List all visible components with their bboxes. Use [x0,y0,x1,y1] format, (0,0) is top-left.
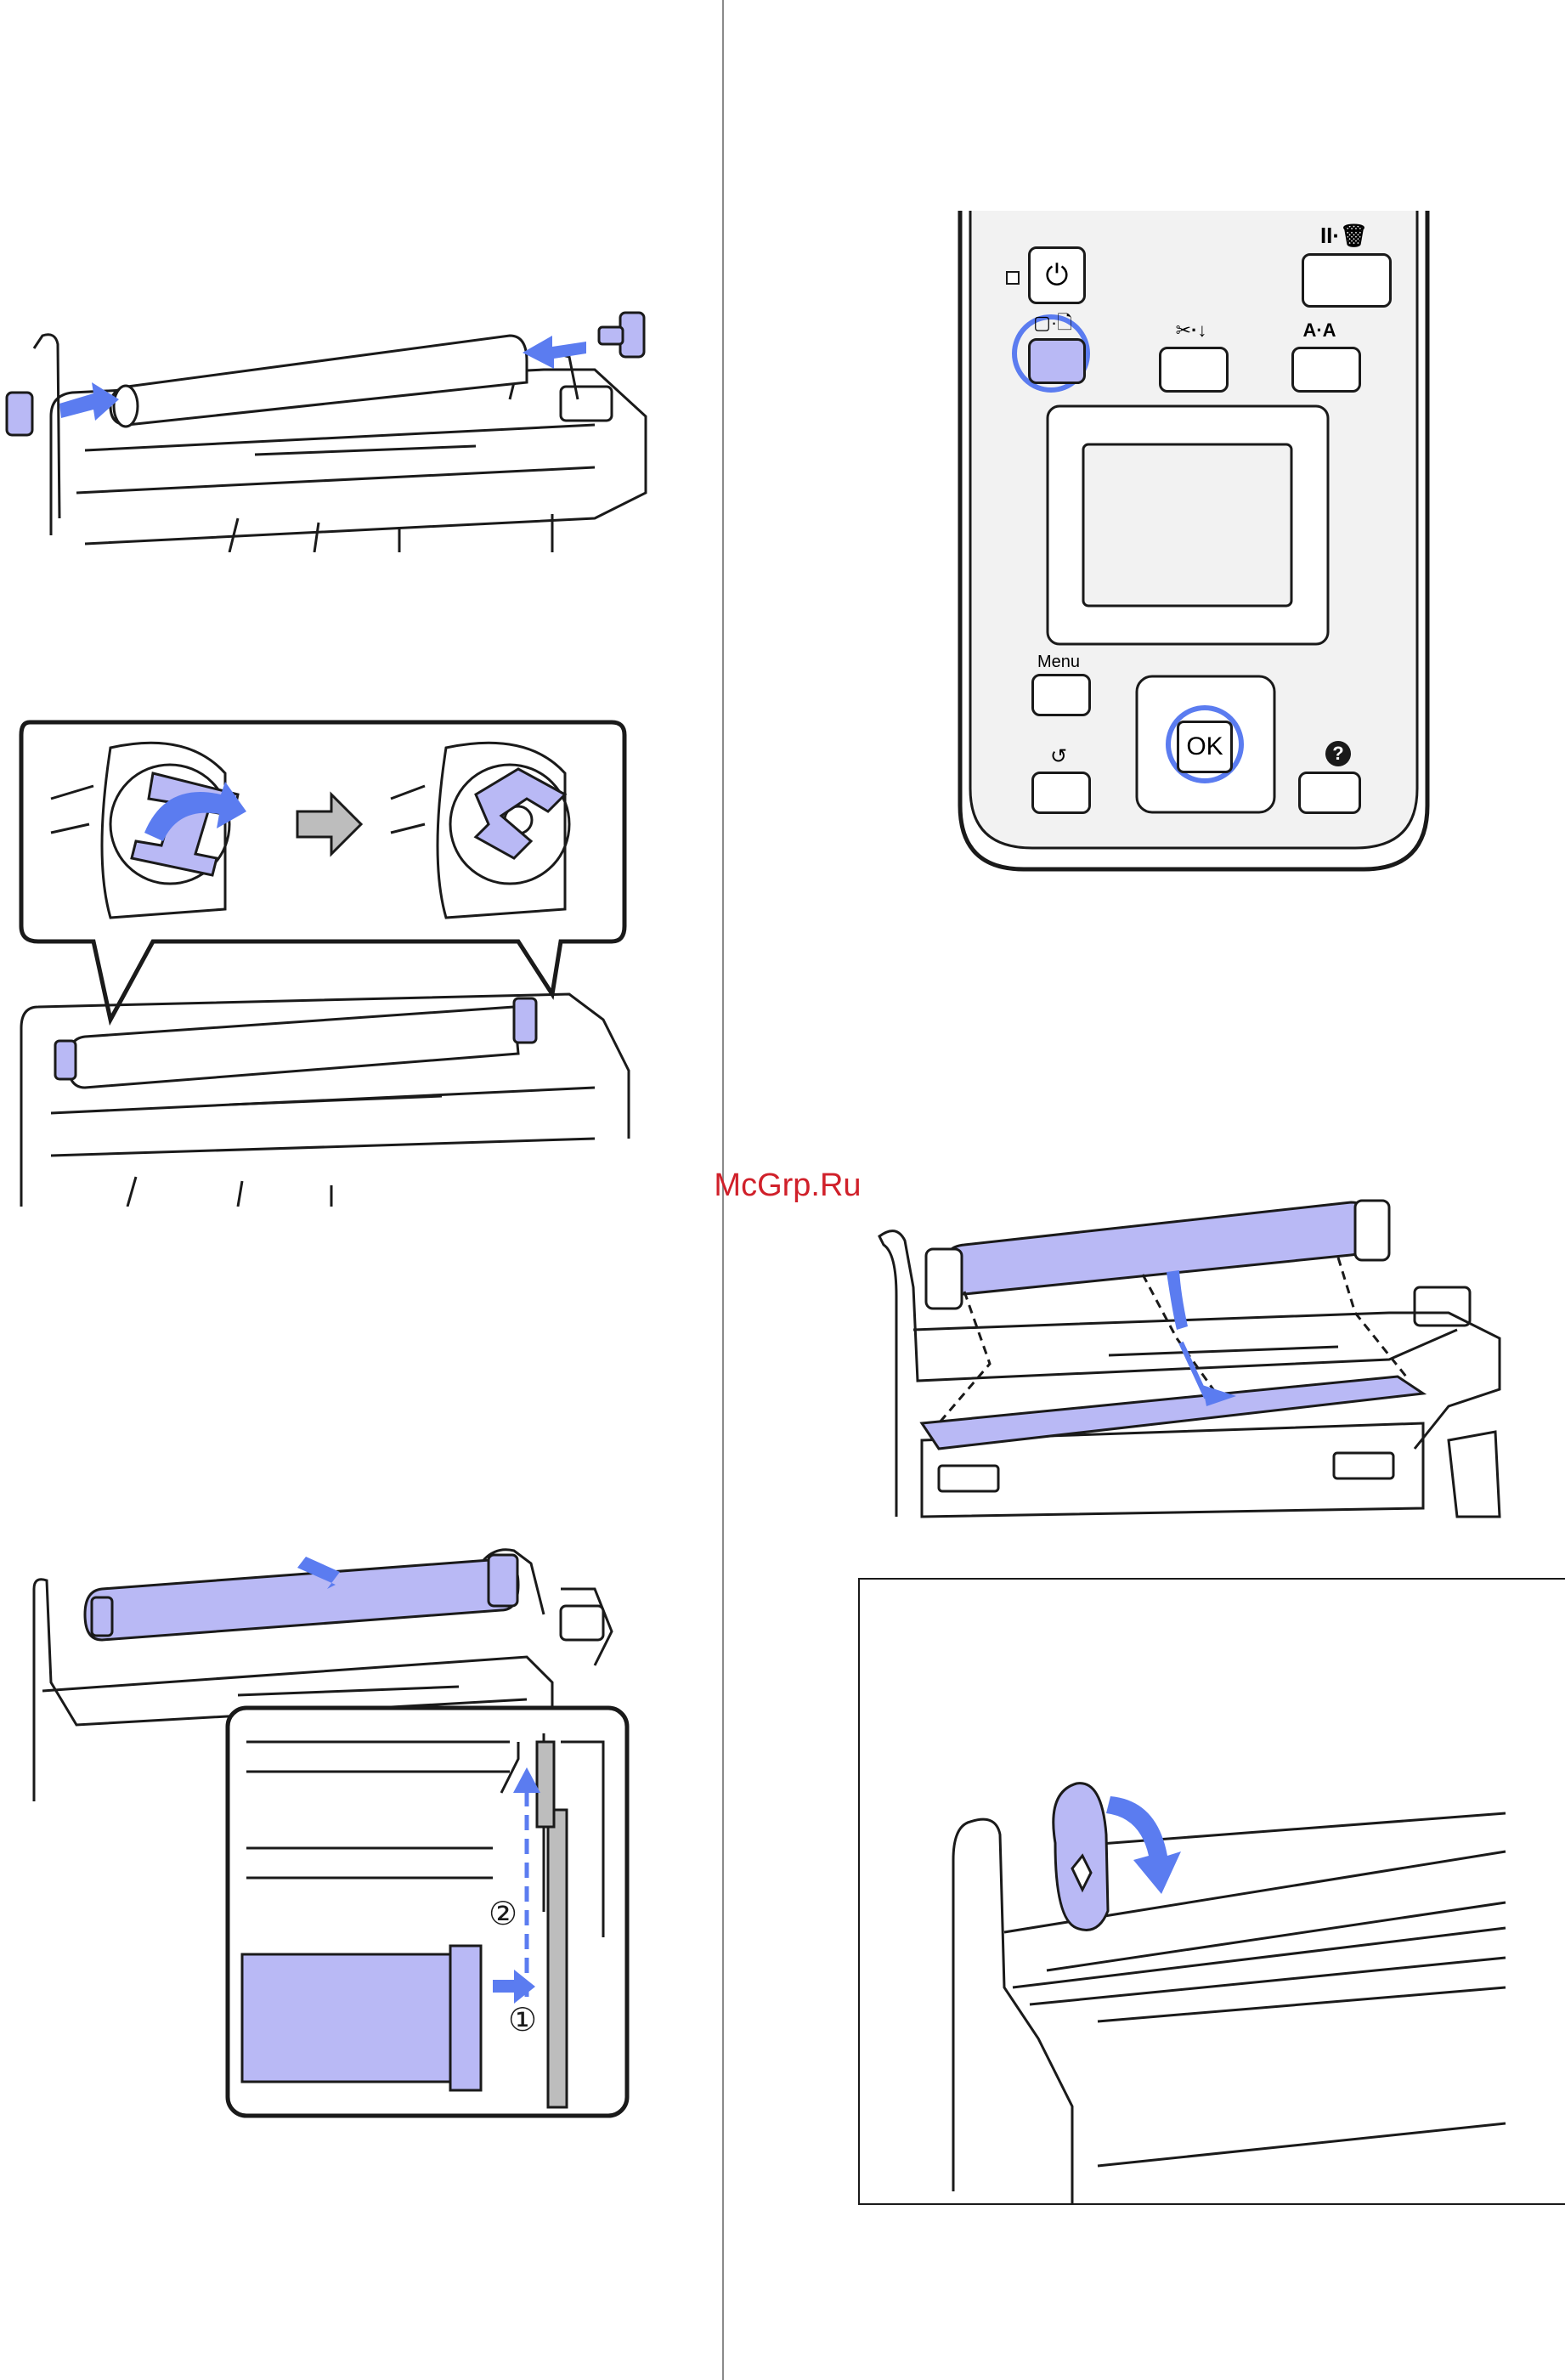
pause-cancel-button[interactable] [1302,253,1392,308]
step-marker-1: ① [508,2001,537,2038]
paper-source-label: ▢·🗋 [1023,308,1082,341]
power-icon: ⏻ [1046,259,1069,292]
figure-feed-paper [862,1194,1517,1525]
printer-adapters-illustration [0,297,680,552]
figure-turn-roll-frame [858,1578,1565,2205]
feed-paper-illustration [862,1194,1517,1525]
ok-button[interactable]: OK [1177,721,1233,773]
turn-roll-illustration [860,1580,1565,2203]
watermark: McGrp.Ru [703,1167,873,1204]
menu-label: Menu [1033,653,1084,672]
figure-attach-adapters [0,297,680,552]
place-roll-illustration: ② ① [0,1538,680,2124]
pause-cancel-label: II·🗑 [1300,223,1388,249]
cut-feed-label: ✂·↓ [1157,319,1225,342]
menu-button[interactable] [1031,674,1091,716]
figure-control-panel: ⏻ II·🗑 ▢·🗋 ✂·↓ A·A Menu OK ↺ ? [952,211,1432,873]
back-button[interactable] [1031,772,1091,814]
help-button[interactable] [1298,772,1361,814]
adapter-lever-callout [17,714,663,1207]
step-marker-2: ② [489,1895,517,1932]
head-align-button[interactable] [1291,347,1361,393]
cut-feed-button[interactable] [1159,347,1229,393]
paper-source-button[interactable] [1028,338,1086,384]
figure-adapter-lever [17,714,663,1207]
head-align-label: A·A [1290,319,1349,342]
back-label: ↺ [1033,744,1084,769]
power-button[interactable]: ⏻ [1028,246,1086,304]
help-label: ? [1325,741,1351,766]
figure-place-roll: ② ① [0,1538,680,2124]
